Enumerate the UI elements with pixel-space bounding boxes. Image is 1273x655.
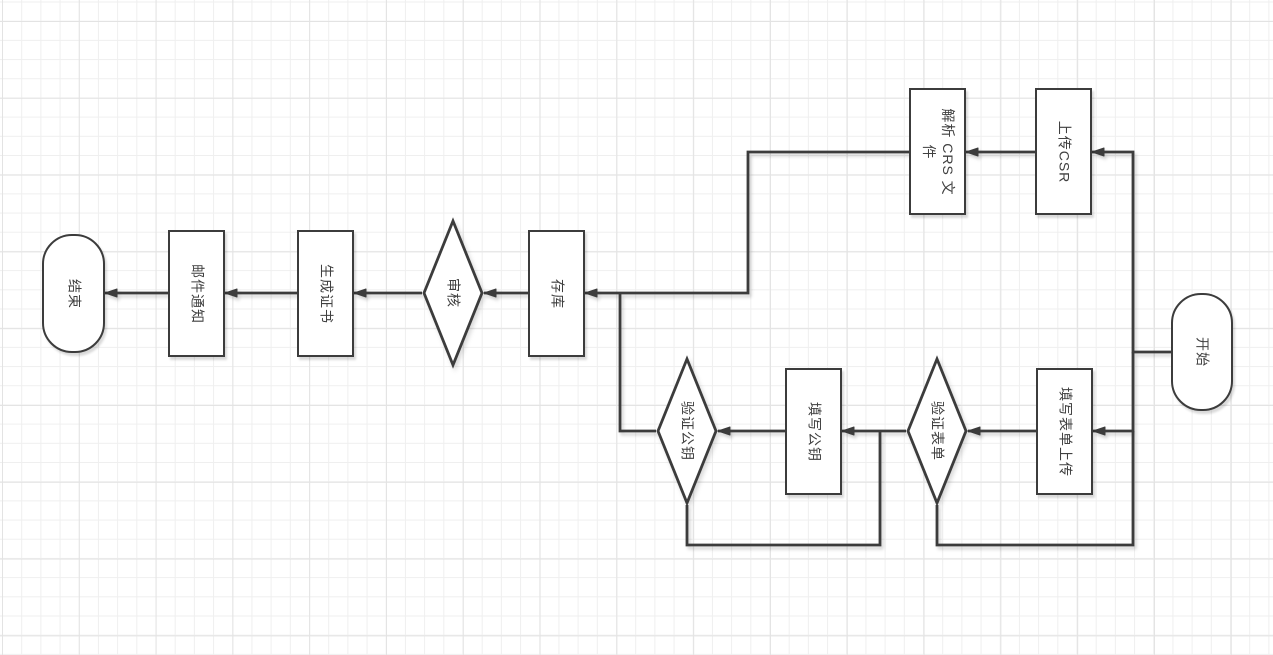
node-fill-form-upload-label: 填写表单上传 — [1056, 386, 1073, 477]
node-start-label: 开始 — [1194, 337, 1211, 367]
edge-start-to-fill-form-upload[interactable] — [1092, 352, 1135, 436]
node-verify-form-label: 验证表单 — [929, 401, 946, 461]
edge-verify-public-key-to-store-db[interactable] — [618, 293, 656, 433]
node-review[interactable]: 审核 — [422, 217, 484, 369]
node-generate-cert-label: 生成证书 — [317, 263, 334, 324]
node-upload-csr[interactable]: 上传CSR — [1035, 88, 1092, 215]
node-fill-form-upload[interactable]: 填写表单上传 — [1036, 368, 1093, 495]
node-verify-public-key-label: 验证公钥 — [679, 401, 696, 461]
node-start[interactable]: 开始 — [1171, 293, 1233, 411]
diamond-shape — [906, 355, 968, 507]
node-fill-public-key[interactable]: 填写公钥 — [785, 368, 842, 495]
node-fill-public-key-label: 填写公钥 — [805, 401, 822, 462]
node-email-notify[interactable]: 邮件通知 — [168, 230, 225, 357]
node-store-db-label: 存库 — [548, 278, 565, 309]
node-verify-public-key[interactable]: 验证公钥 — [656, 355, 718, 507]
edge-verify-public-key-loop-back[interactable] — [685, 431, 882, 547]
node-upload-csr-label: 上传CSR — [1055, 120, 1072, 183]
node-review-label: 审核 — [445, 278, 462, 308]
diamond-shape — [656, 355, 718, 507]
edge-parse-crs-to-store-db[interactable] — [584, 150, 909, 298]
edge-verify-form-loop-back[interactable] — [935, 431, 1135, 547]
node-generate-cert[interactable]: 生成证书 — [297, 230, 354, 357]
diamond-shape — [422, 217, 484, 369]
node-verify-form[interactable]: 验证表单 — [906, 355, 968, 507]
node-store-db[interactable]: 存库 — [528, 230, 585, 357]
node-end[interactable]: 结束 — [42, 234, 105, 353]
node-end-label: 结束 — [65, 278, 82, 309]
node-parse-crs[interactable]: 解析 CRS 文件 — [909, 88, 966, 215]
node-email-notify-label: 邮件通知 — [188, 263, 205, 324]
edge-start-to-upload-csr[interactable] — [1091, 147, 1171, 354]
node-parse-crs-label: 解析 CRS 文件 — [920, 107, 956, 196]
